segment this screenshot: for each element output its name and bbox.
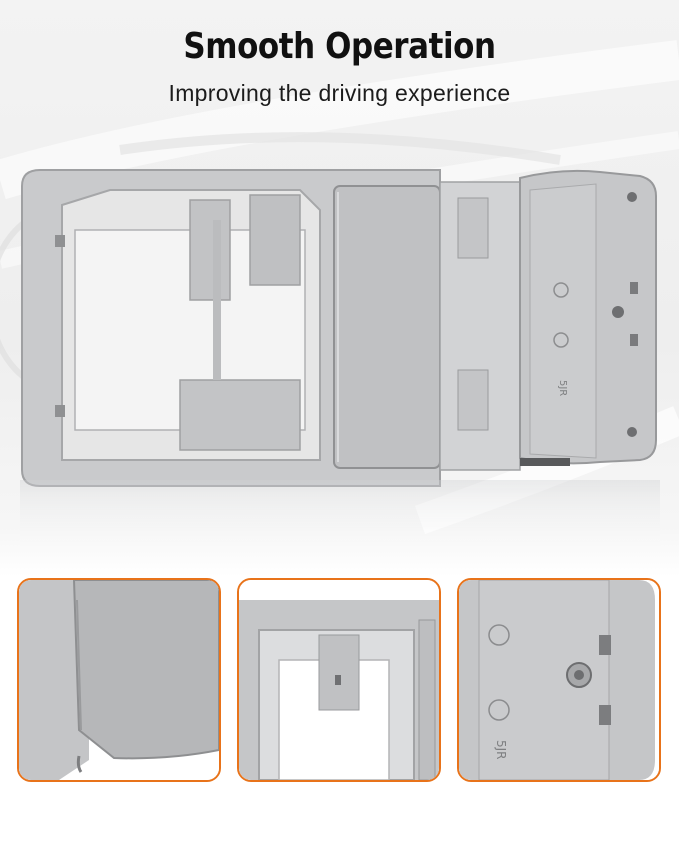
lid-edge-closeup-image [19, 580, 219, 780]
hinge-part-marking-label: 5JR [494, 740, 508, 760]
hinge-panel-closeup-frame: 5JR [457, 578, 661, 782]
page-title: Smooth Operation [183, 26, 496, 67]
overhead-console-frame-image: 5JR [21, 169, 657, 487]
product-reflection [20, 480, 660, 550]
page-subtitle: Improving the driving experience [168, 80, 511, 106]
part-marking-label: 5JR [557, 380, 568, 396]
lid-edge-closeup-frame [17, 578, 221, 782]
hinge-panel-closeup-image: 5JR [459, 580, 659, 780]
frame-corner-closeup-image [239, 580, 439, 780]
frame-corner-closeup-frame [237, 578, 441, 782]
